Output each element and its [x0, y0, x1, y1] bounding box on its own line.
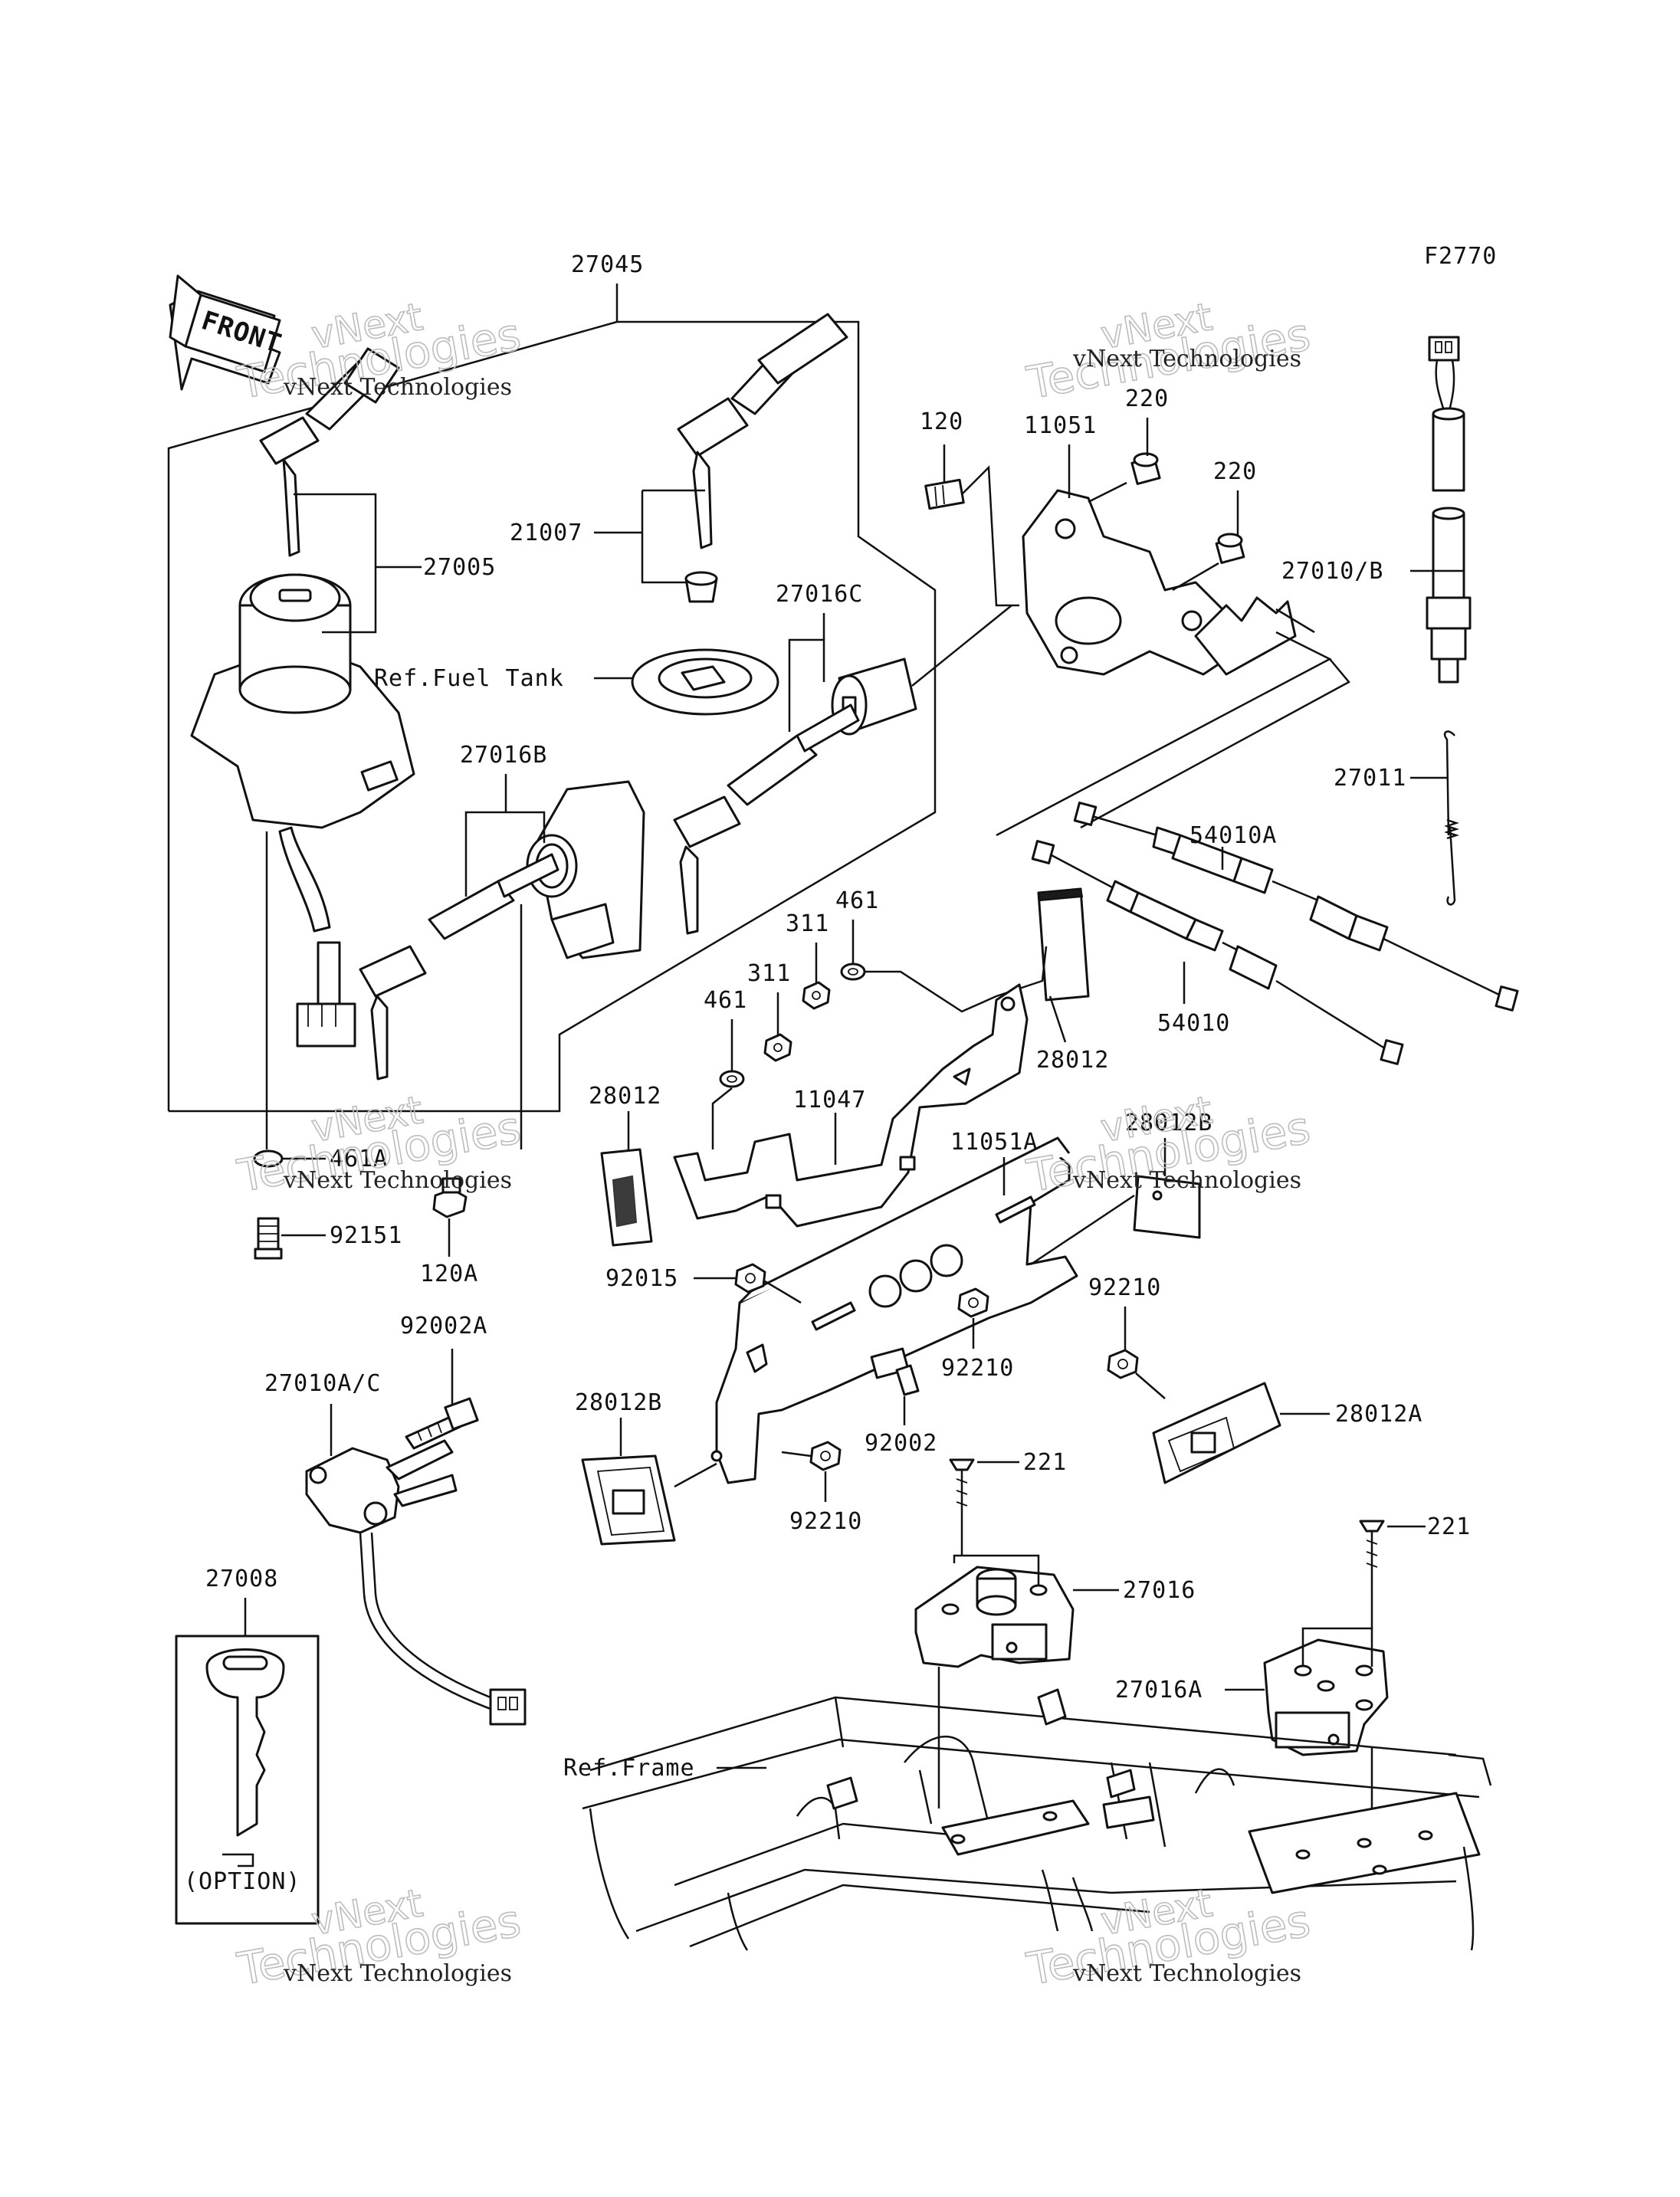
- callout-28012a: 28012A: [1335, 1401, 1422, 1428]
- washer-461-lower: [719, 1070, 745, 1088]
- callout-92210-mid: 92210: [941, 1355, 1014, 1382]
- svg-text:vNext Technologies: vNext Technologies: [283, 1960, 512, 1987]
- svg-text:vNext Technologies: vNext Technologies: [1072, 346, 1301, 372]
- callout-92002a: 92002A: [400, 1313, 487, 1340]
- leader-27005: [294, 493, 377, 634]
- svg-text:vNext Technologies: vNext Technologies: [1072, 1960, 1301, 1987]
- nut-311-lower: [763, 1033, 792, 1062]
- watermark-top-left: vNext Technologies vNext Technologies: [233, 294, 525, 410]
- callout-11051: 11051: [1024, 412, 1097, 439]
- bolt-92002a: [405, 1397, 479, 1450]
- throttle-cable-54010a: [1073, 802, 1519, 1012]
- callout-221-center: 221: [1023, 1449, 1067, 1476]
- callout-221-right: 221: [1427, 1513, 1471, 1540]
- fuel-tank-cap: [631, 648, 779, 716]
- washer-461-upper: [840, 962, 866, 981]
- ignition-switch: [190, 573, 415, 1048]
- callout-54010a: 54010A: [1189, 822, 1277, 849]
- reflector-28012b-left: [581, 1454, 676, 1546]
- callout-311-lower: 311: [747, 960, 791, 987]
- callout-28012-left: 28012: [589, 1083, 661, 1110]
- reflector-28012-upper: [1037, 887, 1090, 1002]
- callout-120: 120: [920, 408, 963, 435]
- key-pair-21007: [677, 313, 848, 603]
- callout-311-upper: 311: [786, 910, 829, 937]
- callout-220-lower: 220: [1213, 458, 1257, 485]
- callout-27011: 27011: [1334, 765, 1406, 792]
- callout-11051a: 11051A: [950, 1129, 1038, 1156]
- callout-27045: 27045: [571, 251, 644, 278]
- callout-28012b-right: 28012B: [1125, 1110, 1212, 1136]
- kit-outline-27045: [167, 284, 937, 1113]
- callout-28012b-left: 28012B: [575, 1389, 662, 1416]
- callout-461-lower: 461: [704, 987, 747, 1014]
- lock-housing-27016b: [526, 780, 645, 959]
- bolt-220-upper: [1130, 452, 1161, 485]
- side-stand-switch-27010ac: [305, 1439, 527, 1726]
- bolt-120a: [432, 1177, 468, 1218]
- watermark-mid-left: vNext Technologies vNext Technologies: [233, 1087, 525, 1203]
- callout-27016a: 27016A: [1115, 1677, 1203, 1703]
- callout-27010ac: 27010A/C: [264, 1370, 382, 1397]
- svg-text:vNext Technologies: vNext Technologies: [1072, 1167, 1301, 1194]
- callout-ref-fuel-tank: Ref.Fuel Tank: [374, 665, 564, 692]
- bolt-92002: [870, 1347, 920, 1396]
- callout-ref-frame: Ref.Frame: [563, 1755, 695, 1782]
- throttle-cable-54010: [1031, 840, 1404, 1065]
- callout-220-upper: 220: [1125, 385, 1169, 412]
- nut-92210-mid: [957, 1287, 989, 1318]
- callout-461-upper: 461: [835, 887, 879, 914]
- svg-text:vNext Technologies: vNext Technologies: [283, 1167, 512, 1194]
- frame-reference: [582, 1688, 1492, 1951]
- nut-92015: [734, 1263, 766, 1294]
- callout-27016: 27016: [1123, 1577, 1196, 1604]
- callout-92002: 92002: [865, 1430, 937, 1457]
- lock-cylinder-27016c: [831, 605, 1012, 736]
- bolt-92151: [254, 1217, 283, 1260]
- callout-54010: 54010: [1157, 1010, 1230, 1037]
- callout-92210-right: 92210: [1088, 1274, 1161, 1301]
- svg-text:vNext Technologies: vNext Technologies: [283, 374, 512, 401]
- reflector-28012-left: [600, 1148, 653, 1247]
- watermark-bottom-right: vNext Technologies vNext Technologies: [1022, 1881, 1314, 1996]
- key-pair-27016c: [673, 703, 860, 935]
- callout-92210-lower: 92210: [789, 1508, 862, 1535]
- key-pair-27005: [259, 347, 400, 557]
- reflector-28012b-right: [1133, 1175, 1201, 1239]
- nut-92210-right: [1107, 1349, 1139, 1379]
- reflector-28012a: [1152, 1382, 1281, 1484]
- callout-92151: 92151: [330, 1222, 402, 1249]
- callout-27008: 27008: [205, 1566, 278, 1592]
- neutral-switch-27010b: [1426, 336, 1472, 684]
- bracket-27016: [914, 1566, 1075, 1808]
- callout-21007: 21007: [510, 520, 582, 546]
- figure-code: F2770: [1424, 243, 1497, 270]
- bracket-11047: [673, 983, 1029, 1228]
- screw-221-center: [949, 1458, 975, 1521]
- callout-11047: 11047: [793, 1087, 866, 1113]
- callout-27016c: 27016C: [776, 581, 863, 608]
- spring-27011: [1443, 730, 1459, 906]
- nut-311-upper: [802, 981, 831, 1010]
- nut-92210-lower: [809, 1441, 842, 1471]
- bracket-11051: [1022, 489, 1297, 676]
- watermark-mid-right: vNext Technologies vNext Technologies: [1022, 1087, 1314, 1203]
- front-arrow-icon: FRONT: [169, 274, 285, 391]
- callout-28012-upper: 28012: [1036, 1047, 1109, 1074]
- key-pair-27016b: [359, 853, 559, 1080]
- callout-120a: 120A: [420, 1261, 478, 1287]
- callout-92015: 92015: [605, 1265, 678, 1292]
- option-label: (OPTION): [184, 1868, 301, 1895]
- bolt-120: [924, 478, 965, 510]
- callout-27016b: 27016B: [460, 742, 547, 769]
- callout-461a-washer: 461A: [330, 1146, 388, 1172]
- bolt-220-lower: [1215, 533, 1245, 564]
- callout-27005: 27005: [423, 554, 496, 581]
- callout-27010b: 27010/B: [1281, 558, 1383, 585]
- option-key-box: (OPTION): [175, 1635, 320, 1925]
- bracket-11051a: [710, 1136, 1078, 1484]
- screw-221-right: [1359, 1520, 1385, 1585]
